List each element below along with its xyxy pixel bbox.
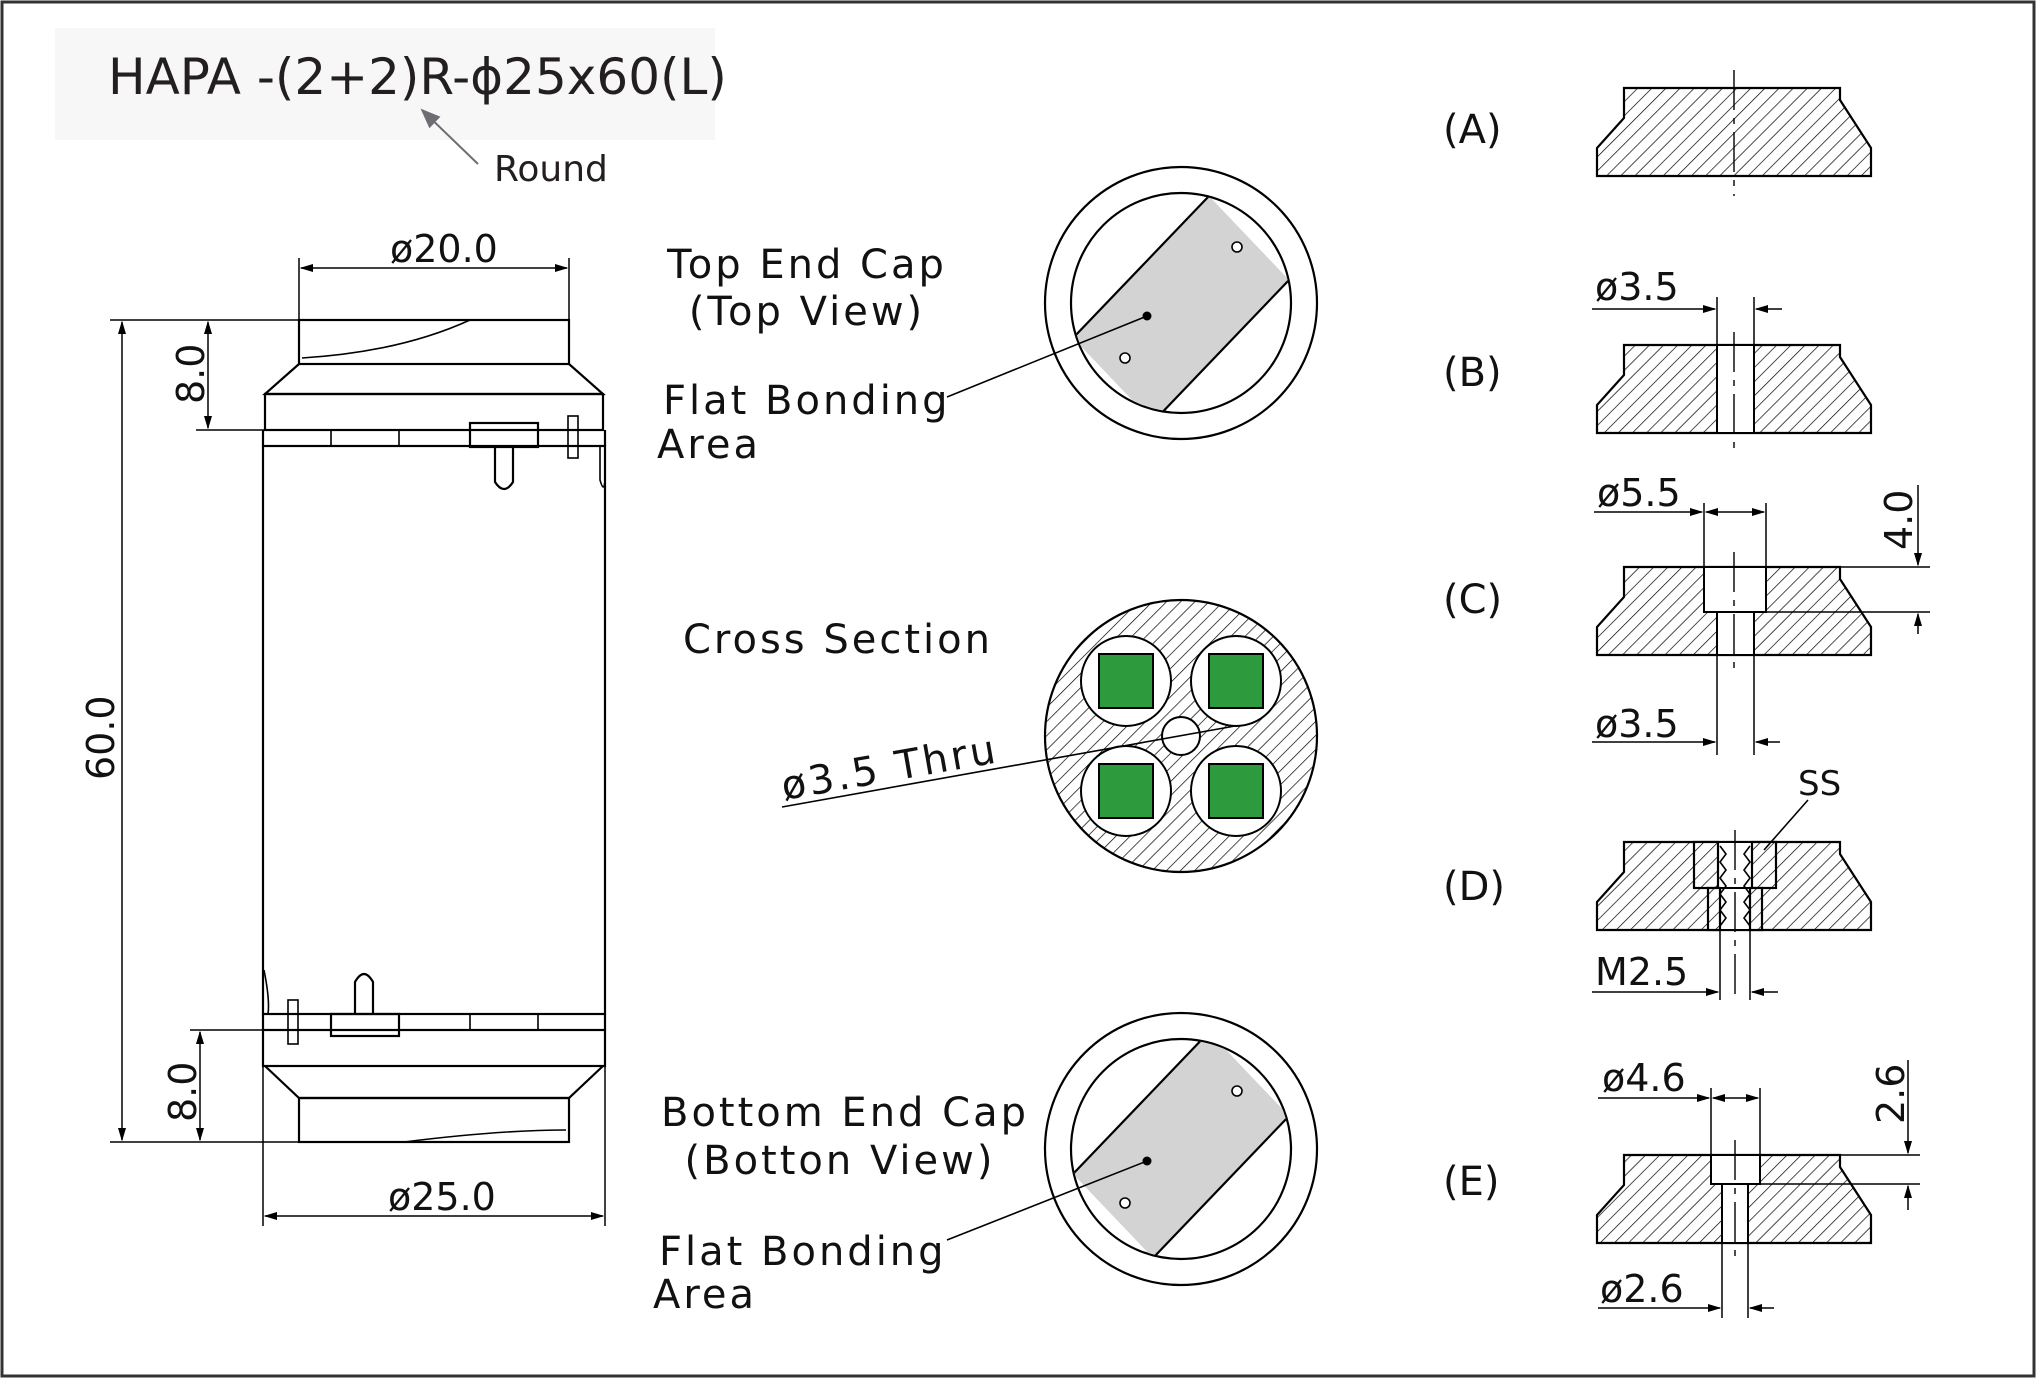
bottom-flat-bonding-label: Flat Bonding xyxy=(659,1229,947,1275)
element-2 xyxy=(1208,653,1264,709)
option-c-hole-dim: ø3.5 xyxy=(1595,702,1679,746)
option-d-insert-label: SS xyxy=(1798,764,1841,804)
option-d-thread-dim: M2.5 xyxy=(1595,950,1688,994)
dim-bottom-diameter: ø25.0 xyxy=(388,1175,496,1219)
top-cap-label: Top End Cap xyxy=(666,242,947,288)
option-b-hole-dim: ø3.5 xyxy=(1595,265,1679,309)
round-pointer xyxy=(420,108,479,165)
through-hole-label: ø3.5 Thru xyxy=(778,726,1002,809)
cross-section-label: Cross Section xyxy=(683,617,993,663)
option-e-section xyxy=(1595,1060,1920,1318)
bottom-cap-label: Bottom End Cap xyxy=(661,1090,1029,1136)
option-c-label: (C) xyxy=(1443,577,1502,623)
element-1 xyxy=(1098,653,1154,709)
element-3 xyxy=(1098,763,1154,819)
option-d-label: (D) xyxy=(1443,864,1505,910)
part-number-title: HAPA -(2+2)R-ϕ25x60(L) xyxy=(108,48,727,106)
dim-top-cap-height: 8.0 xyxy=(169,344,213,404)
title-background xyxy=(55,28,715,140)
option-c-counterbore-dim: ø5.5 xyxy=(1597,471,1681,515)
cross-section-view xyxy=(781,598,1319,874)
dim-top-diameter: ø20.0 xyxy=(390,227,498,271)
option-e-hole-dim: ø2.6 xyxy=(1600,1267,1684,1311)
option-e-label: (E) xyxy=(1443,1159,1499,1205)
option-d-section xyxy=(1592,799,1873,1000)
bottom-cap-sublabel: (Botton View) xyxy=(685,1138,996,1184)
option-e-depth-dim: 2.6 xyxy=(1869,1064,1913,1124)
option-e-counterbore-dim: ø4.6 xyxy=(1602,1056,1686,1100)
top-area-label: Area xyxy=(657,422,761,468)
option-a-label: (A) xyxy=(1443,107,1502,153)
option-c-section xyxy=(1592,485,1930,755)
bottom-cap-view xyxy=(946,1011,1319,1287)
option-b-section xyxy=(1592,297,1873,455)
top-flat-bonding-label: Flat Bonding xyxy=(663,378,951,424)
element-4 xyxy=(1208,763,1264,819)
top-cap-sublabel: (Top View) xyxy=(689,289,925,335)
bottom-area-label: Area xyxy=(653,1272,757,1318)
top-cap-view xyxy=(946,165,1319,441)
dim-total-length: 60.0 xyxy=(79,695,123,780)
option-a-section xyxy=(1595,70,1873,196)
round-note: Round xyxy=(494,149,608,190)
option-b-label: (B) xyxy=(1443,350,1502,396)
side-view xyxy=(110,258,607,1226)
dim-bottom-cap-height: 8.0 xyxy=(161,1062,205,1122)
option-c-depth-dim: 4.0 xyxy=(1877,490,1921,550)
